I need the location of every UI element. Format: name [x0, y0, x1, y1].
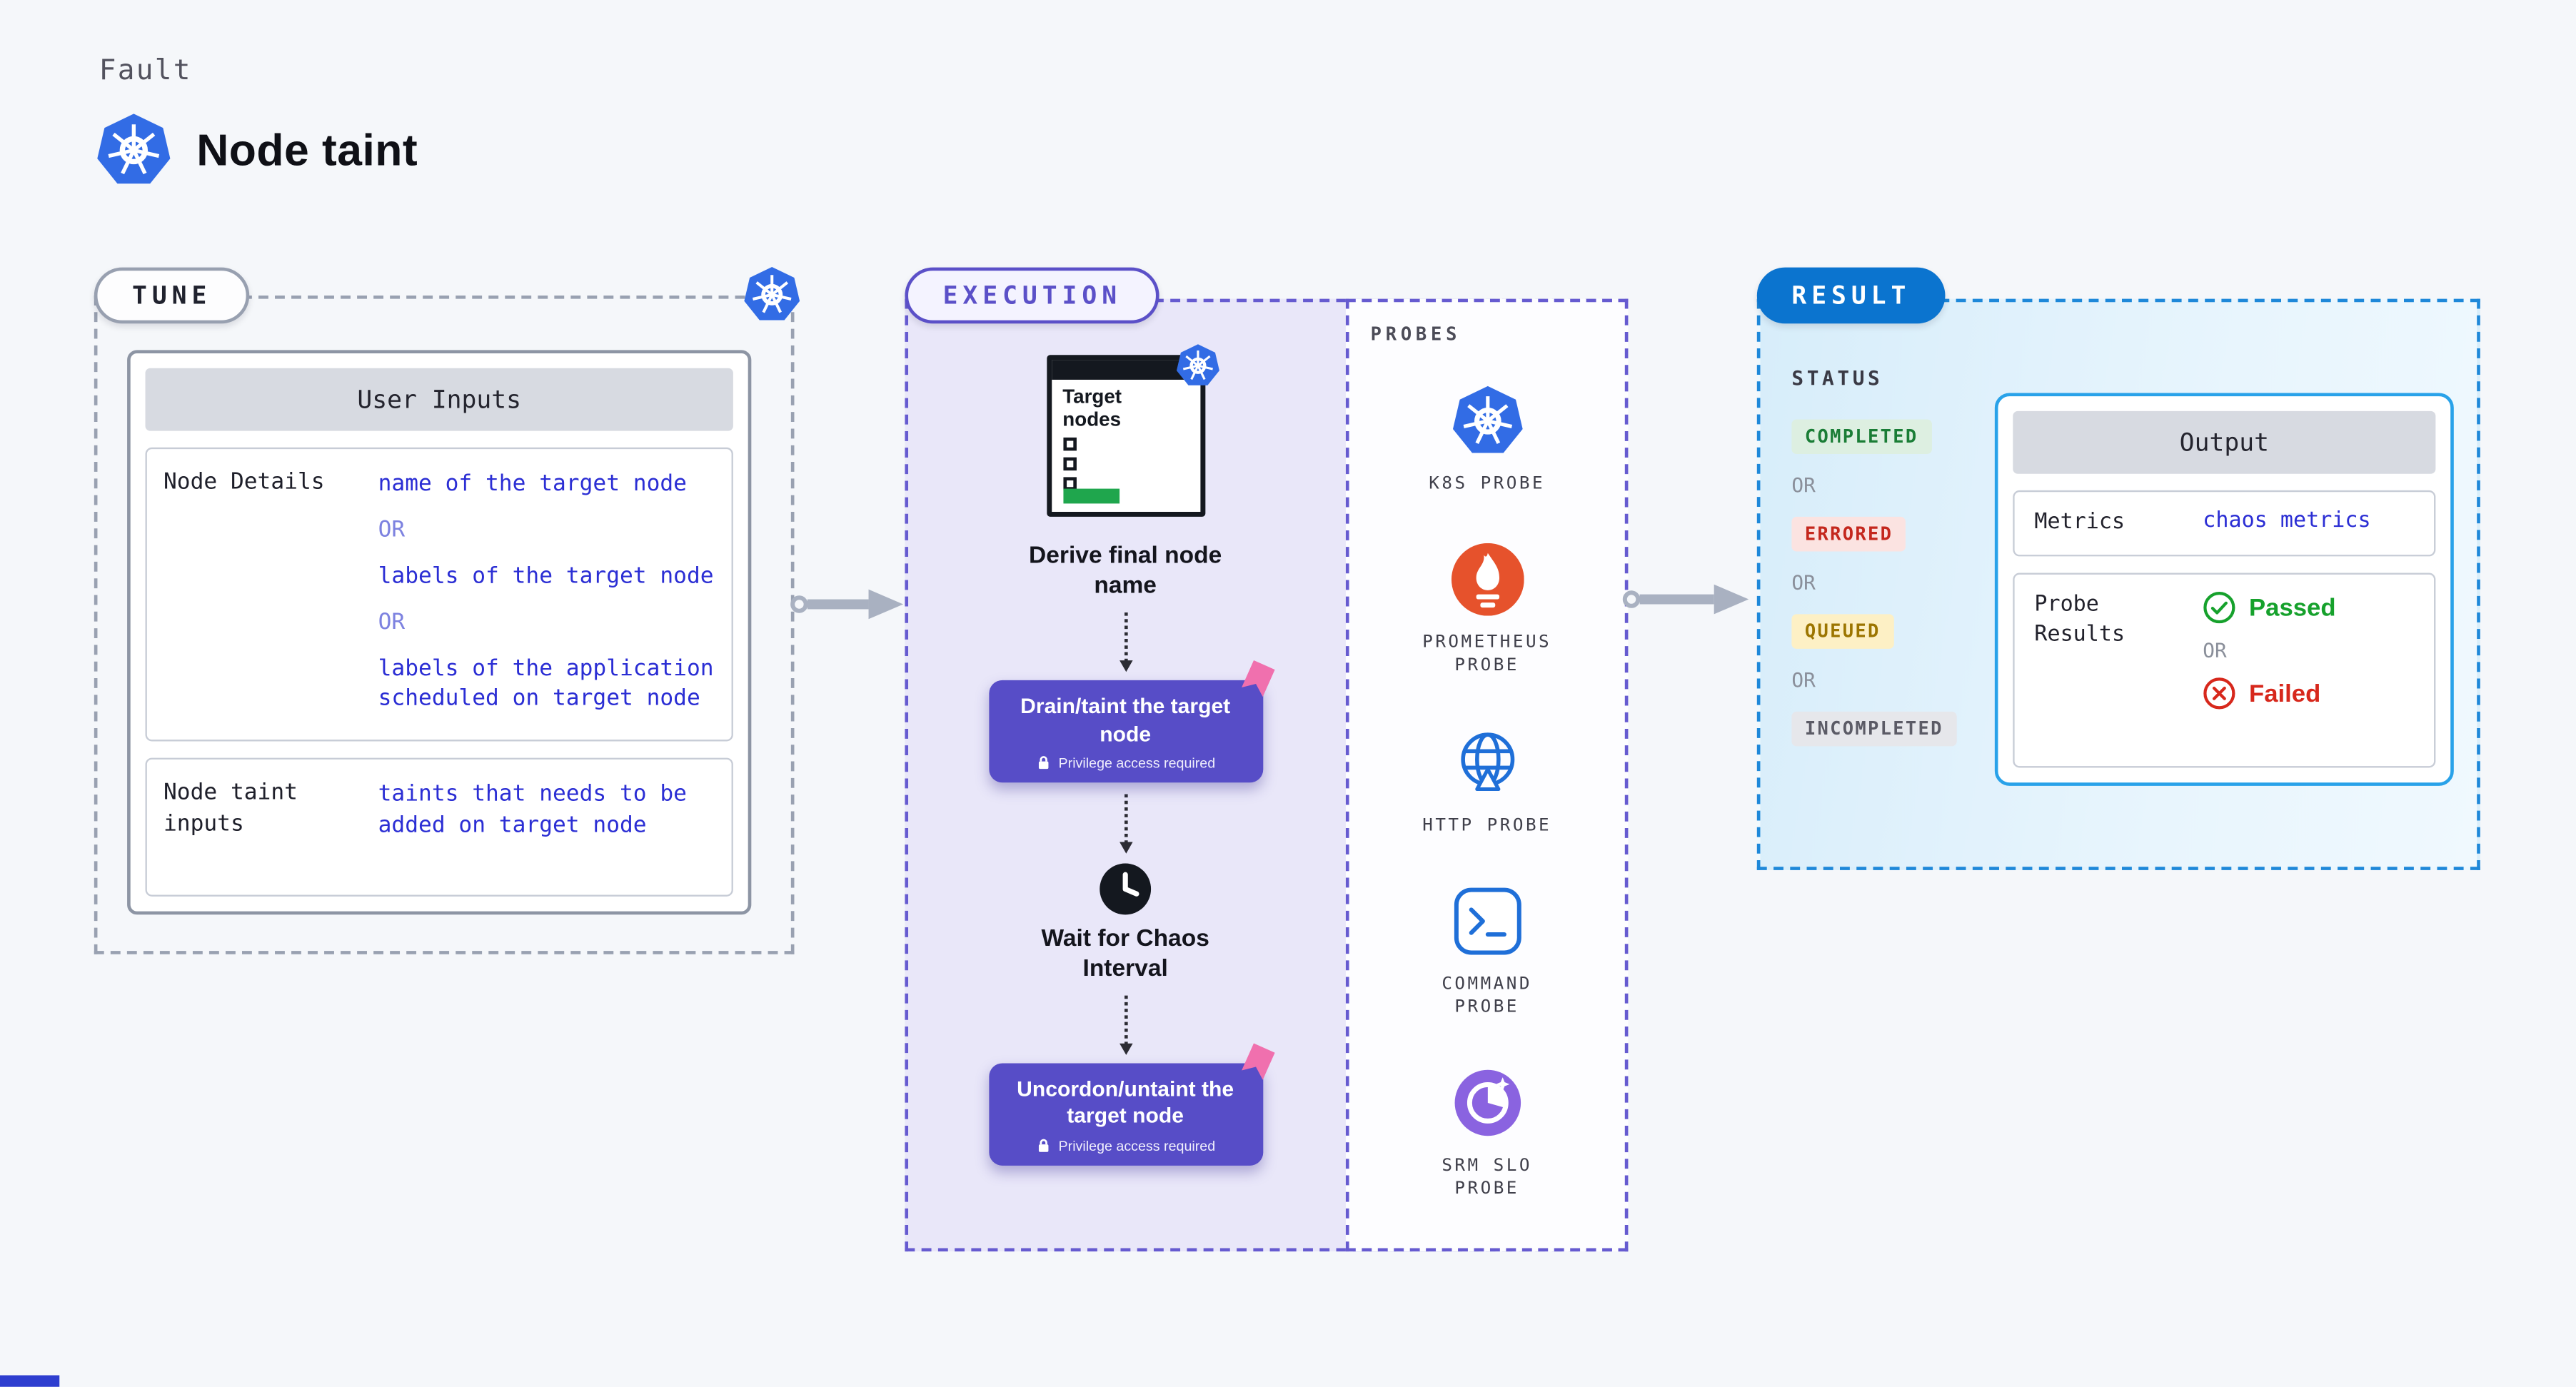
node-taint-inputs-value: taints that needs to be added on target … — [378, 780, 687, 839]
node-details-values: name of the target node OR labels of the… — [378, 468, 715, 722]
page-title: Node taint — [196, 124, 418, 175]
node-taint-inputs-values: taints that needs to be added on target … — [378, 777, 715, 877]
kubernetes-badge-icon — [1175, 343, 1219, 388]
user-inputs-card: User Inputs Node Details name of the tar… — [127, 350, 752, 915]
or-separator: OR — [378, 608, 406, 635]
node-details-value: name of the target node — [378, 470, 687, 498]
execution-to-result-arrow — [1622, 584, 1749, 615]
probe-name: COMMAND PROBE — [1442, 973, 1532, 1017]
lock-icon — [1038, 755, 1049, 769]
node-taint-inputs-label: Node taint inputs — [163, 779, 298, 837]
derive-node-step: Derive final node name — [1029, 543, 1222, 600]
result-pill: RESULT — [1756, 267, 1946, 324]
flow-arrow-down — [1118, 793, 1132, 854]
wait-chaos-step: Wait for Chaos Interval — [1041, 925, 1209, 982]
probe-name: HTTP PROBE — [1422, 814, 1552, 835]
tune-to-execution-arrow — [790, 589, 904, 620]
status-badge-incompleted: INCOMPLETED — [1791, 711, 1957, 747]
clipboard-title: Target nodes — [1062, 384, 1122, 431]
checkbox-icon — [1062, 477, 1076, 490]
progress-bar — [1062, 488, 1119, 504]
flow-arrow-down — [1118, 612, 1132, 672]
tune-pill: TUNE — [94, 267, 250, 324]
x-circle-icon — [2203, 677, 2235, 710]
status-badge-completed: COMPLETED — [1791, 419, 1932, 455]
or-separator: OR — [2203, 639, 2227, 662]
status-column: STATUS COMPLETED OR ERRORED OR QUEUED OR… — [1791, 366, 1957, 747]
execution-flow: Target nodes Derive final node name Drai… — [905, 299, 1346, 1251]
metrics-label: Metrics — [2034, 510, 2125, 535]
uncordon-untaint-label: Uncordon/untaint the target node — [1017, 1076, 1234, 1129]
passed-result: Passed — [2203, 591, 2336, 624]
checklist-boxes — [1062, 437, 1076, 490]
output-card: Output Metrics chaos metrics Probe Resul… — [1994, 393, 2454, 787]
passed-label: Passed — [2249, 593, 2336, 622]
page-header: Node taint — [96, 112, 418, 188]
probe-results-row: Probe Results Passed OR Failed — [2013, 573, 2436, 768]
probes-panel: PROBES K8S PROBE PROMETHEUS PROBE — [1345, 298, 1629, 1252]
clock-icon — [1100, 862, 1152, 914]
drain-taint-label: Drain/taint the target node — [1020, 693, 1231, 746]
probe-item-srm-slo: SRM SLO PROBE — [1421, 1066, 1553, 1201]
checkbox-icon — [1062, 457, 1076, 471]
flag-icon — [1240, 660, 1274, 697]
node-details-row: Node Details name of the target node OR … — [145, 447, 733, 742]
clipboard-top-bar — [1051, 360, 1200, 380]
target-nodes-icon: Target nodes — [1046, 355, 1204, 517]
probe-name: PROMETHEUS PROBE — [1422, 632, 1552, 676]
node-taint-inputs-row: Node taint inputs taints that needs to b… — [145, 757, 733, 897]
metrics-row: Metrics chaos metrics — [2013, 490, 2436, 557]
fault-kicker: Fault — [99, 54, 192, 88]
uncordon-untaint-step: Uncordon/untaint the target node Privile… — [988, 1043, 1274, 1165]
node-details-value: labels of the application scheduled on t… — [378, 655, 714, 712]
prometheus-probe-icon — [1450, 543, 1524, 617]
privilege-note: Privilege access required — [1005, 1136, 1246, 1153]
or-separator: OR — [378, 516, 406, 543]
user-inputs-header: User Inputs — [145, 368, 733, 431]
privilege-note: Privilege access required — [1005, 754, 1246, 770]
http-probe-icon — [1460, 732, 1514, 790]
or-separator: OR — [1791, 571, 1816, 595]
page-bottom-accent — [0, 1375, 60, 1387]
or-separator: OR — [1791, 473, 1816, 498]
execution-pill: EXECUTION — [905, 267, 1160, 324]
checkbox-icon — [1062, 437, 1076, 451]
status-badge-errored: ERRORED — [1791, 516, 1906, 552]
probe-name: K8S PROBE — [1429, 473, 1546, 494]
node-details-value: labels of the target node — [378, 563, 714, 590]
privilege-note-text: Privilege access required — [1058, 754, 1216, 771]
lock-icon — [1038, 1138, 1049, 1151]
k8s-probe-icon — [1451, 385, 1524, 458]
flag-icon — [1240, 1043, 1274, 1080]
node-details-label: Node Details — [163, 468, 325, 495]
kubernetes-logo — [96, 112, 171, 188]
srm-slo-probe-icon — [1454, 1069, 1520, 1136]
probe-item-http: HTTP PROBE — [1421, 726, 1553, 837]
probe-item-command: COMMAND PROBE — [1421, 884, 1553, 1019]
drain-taint-step: Drain/taint the target node Privilege ac… — [988, 660, 1274, 782]
probe-name: SRM SLO PROBE — [1442, 1156, 1532, 1199]
or-separator: OR — [1791, 668, 1816, 692]
probe-results-values: Passed OR Failed — [2203, 591, 2336, 750]
privilege-note-text: Privilege access required — [1058, 1136, 1216, 1154]
kubernetes-icon — [743, 266, 801, 323]
check-circle-icon — [2203, 592, 2235, 624]
status-badge-queued: QUEUED — [1791, 614, 1894, 649]
failed-result: Failed — [2203, 677, 2320, 710]
probe-item-prometheus: PROMETHEUS PROBE — [1421, 543, 1553, 677]
probe-results-label: Probe Results — [2034, 592, 2125, 648]
tune-section — [94, 295, 795, 954]
output-header: Output — [2013, 410, 2436, 474]
metrics-value: chaos metrics — [2203, 508, 2371, 534]
status-label: STATUS — [1791, 366, 1883, 390]
command-probe-icon — [1453, 887, 1521, 954]
failed-label: Failed — [2249, 680, 2321, 708]
flow-arrow-down — [1118, 995, 1132, 1055]
probe-list: K8S PROBE PROMETHEUS PROBE — [1349, 385, 1625, 1201]
probe-item-k8s: K8S PROBE — [1421, 385, 1553, 495]
probes-label: PROBES — [1370, 323, 1461, 346]
